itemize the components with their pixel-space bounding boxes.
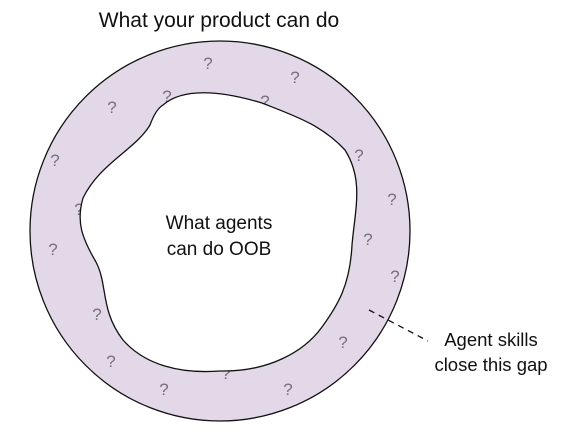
question-mark: ? [162, 87, 171, 106]
question-marks: ??????????????????? [48, 54, 399, 399]
question-mark: ? [363, 230, 372, 249]
question-mark: ? [203, 54, 212, 73]
question-mark: ? [159, 380, 168, 399]
question-mark: ? [50, 151, 59, 170]
question-mark: ? [74, 200, 83, 219]
question-mark: ? [290, 68, 299, 87]
inner-label-line-1: What agents [166, 213, 273, 234]
question-mark: ? [106, 352, 115, 371]
question-mark: ? [283, 380, 292, 399]
question-mark: ? [48, 240, 57, 259]
question-mark: ? [354, 146, 363, 165]
question-mark: ? [387, 190, 396, 209]
inner-agent-capability-shape [79, 92, 358, 373]
question-mark: ? [92, 305, 101, 324]
outer-circle-title: What your product can do [99, 9, 339, 32]
question-mark: ? [260, 92, 269, 111]
question-mark: ? [338, 333, 347, 352]
callout-label-line-2: close this gap [434, 354, 547, 375]
callout-label-line-1: Agent skills [444, 329, 538, 350]
callout-dashed-line [368, 309, 429, 342]
inner-label-line-2: can do OOB [167, 239, 272, 260]
question-mark: ? [390, 267, 399, 286]
question-mark: ? [221, 364, 230, 383]
question-mark: ? [107, 98, 116, 117]
